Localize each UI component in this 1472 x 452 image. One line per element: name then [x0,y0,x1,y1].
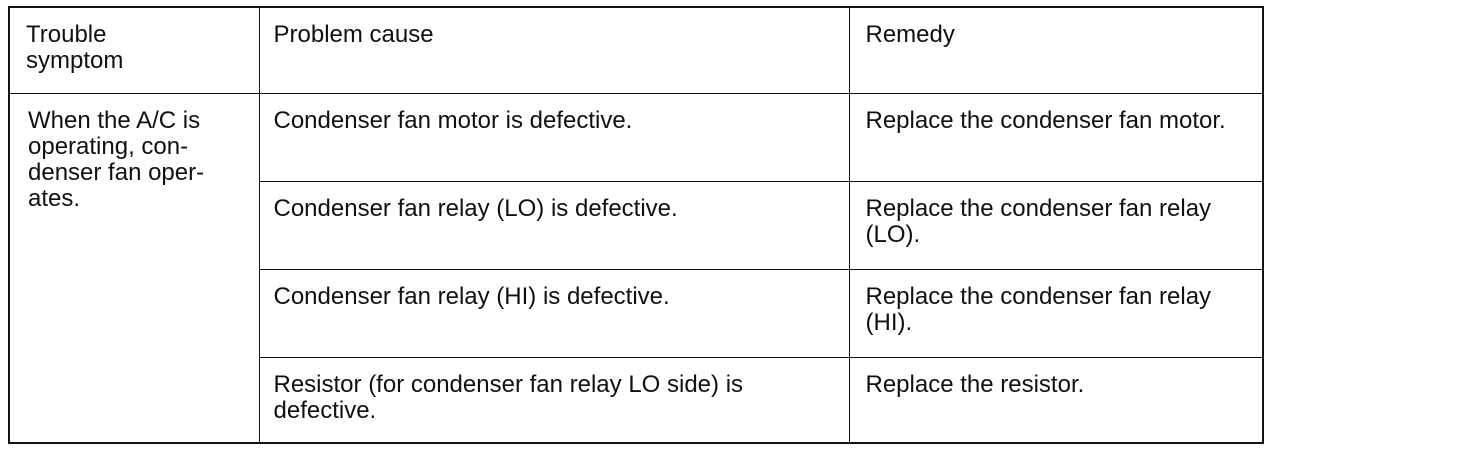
header-trouble-symptom-line1: Trouble [26,21,107,48]
remedy-cell: Replace the condenser fan relay (LO). [848,180,1264,270]
problem-cause-cell: Condenser fan relay (HI) is defective. [258,268,850,358]
table-header: Trouble symptom Problem cause Remedy [8,6,1264,94]
table-row: Condenser fan relay (HI) is defective. R… [9,268,1264,358]
problem-cause-cell: Condenser fan relay (LO) is defective. [258,180,850,270]
remedy-cell: Replace the resistor. [848,356,1264,444]
remedy-cell: Replace the condenser fan relay (HI). [848,268,1264,358]
header-row: Trouble symptom Problem cause Remedy [8,6,1264,94]
table-body: When the A/C is operating, con-denser fa… [8,92,1264,444]
header-problem-cause: Problem cause [258,6,850,94]
header-trouble-symptom-line2: symptom [26,47,124,74]
troubleshooting-table: Trouble symptom Problem cause Remedy Whe… [8,6,1264,444]
table-row: Resistor (for condenser fan relay LO sid… [9,356,1264,444]
header-trouble-symptom: Trouble symptom [8,6,260,94]
header-remedy: Remedy [848,6,1264,94]
problem-cause-cell: Condenser fan motor is defective. [258,92,850,182]
remedy-cell: Replace the condenser fan motor. [848,92,1264,182]
table-row: Condenser fan relay (LO) is defective. R… [9,180,1264,270]
trouble-symptom-cell: When the A/C is operating, con-denser fa… [8,92,260,444]
table-row: When the A/C is operating, con-denser fa… [8,92,1264,444]
problem-cause-cell: Resistor (for condenser fan relay LO sid… [258,356,850,444]
